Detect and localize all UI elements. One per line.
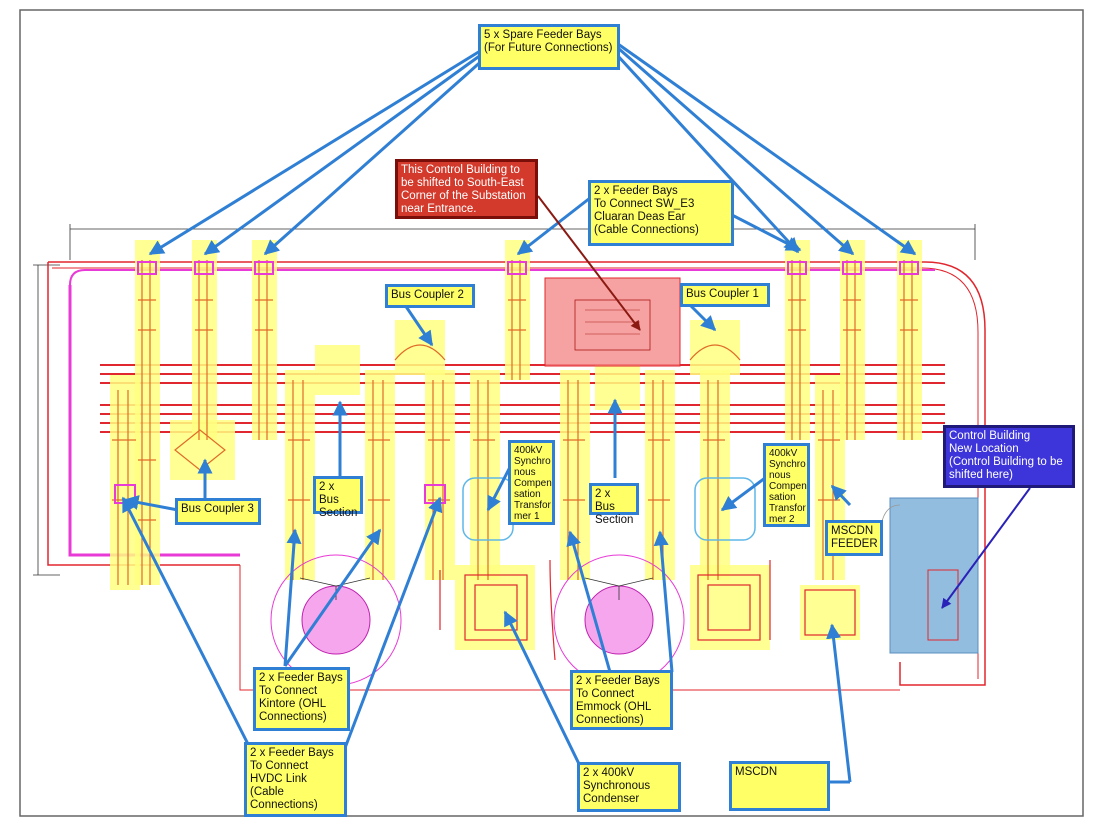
callout-control-building-shift: This Control Building to be shifted to S… xyxy=(395,159,538,219)
new-location-arrow xyxy=(941,487,1031,609)
perimeter-fence xyxy=(47,261,986,691)
condenser-buildings xyxy=(439,559,856,661)
cable-terminations xyxy=(114,261,919,504)
new-control-building-location xyxy=(889,497,979,654)
callout-feeder-hvdc: 2 x Feeder Bays To Connect HVDC Link (Ca… xyxy=(244,742,347,817)
callout-arrows xyxy=(121,42,917,784)
callout-feeder-sw-e3: 2 x Feeder Bays To Connect SW_E3 Cluaran… xyxy=(588,180,734,246)
callout-mscdn-feeder: MSCDN FEEDER xyxy=(825,520,883,556)
callout-sct-1: 400kV Synchro nous Compen sation Transfo… xyxy=(508,440,555,525)
callout-mscdn: MSCDN xyxy=(729,761,830,811)
callout-new-location: Control Building New Location (Control B… xyxy=(943,425,1075,488)
callout-spare-feeder-bays: 5 x Spare Feeder Bays (For Future Connec… xyxy=(478,24,620,70)
callout-synchronous-condenser: 2 x 400kV Synchronous Condenser xyxy=(577,762,681,812)
callout-feeder-emmock: 2 x Feeder Bays To Connect Emmock (OHL C… xyxy=(570,670,673,730)
control-shift-arrow xyxy=(537,195,641,331)
ohl-gantry-circles xyxy=(270,554,685,686)
callout-feeder-kintore: 2 x Feeder Bays To Connect Kintore (OHL … xyxy=(253,667,350,731)
callout-bus-section-right: 2 x Bus Section xyxy=(589,483,639,526)
callout-bus-coupler-3: Bus Coupler 3 xyxy=(175,498,261,525)
bay-equipment xyxy=(112,260,918,585)
callout-sct-2: 400kV Synchro nous Compen sation Transfo… xyxy=(763,443,810,527)
existing-control-building xyxy=(544,277,681,367)
callout-bus-coupler-2: Bus Coupler 2 xyxy=(385,284,475,308)
callout-bus-section-left: 2 x Bus Section xyxy=(313,476,363,519)
callout-bus-coupler-1: Bus Coupler 1 xyxy=(680,283,770,307)
